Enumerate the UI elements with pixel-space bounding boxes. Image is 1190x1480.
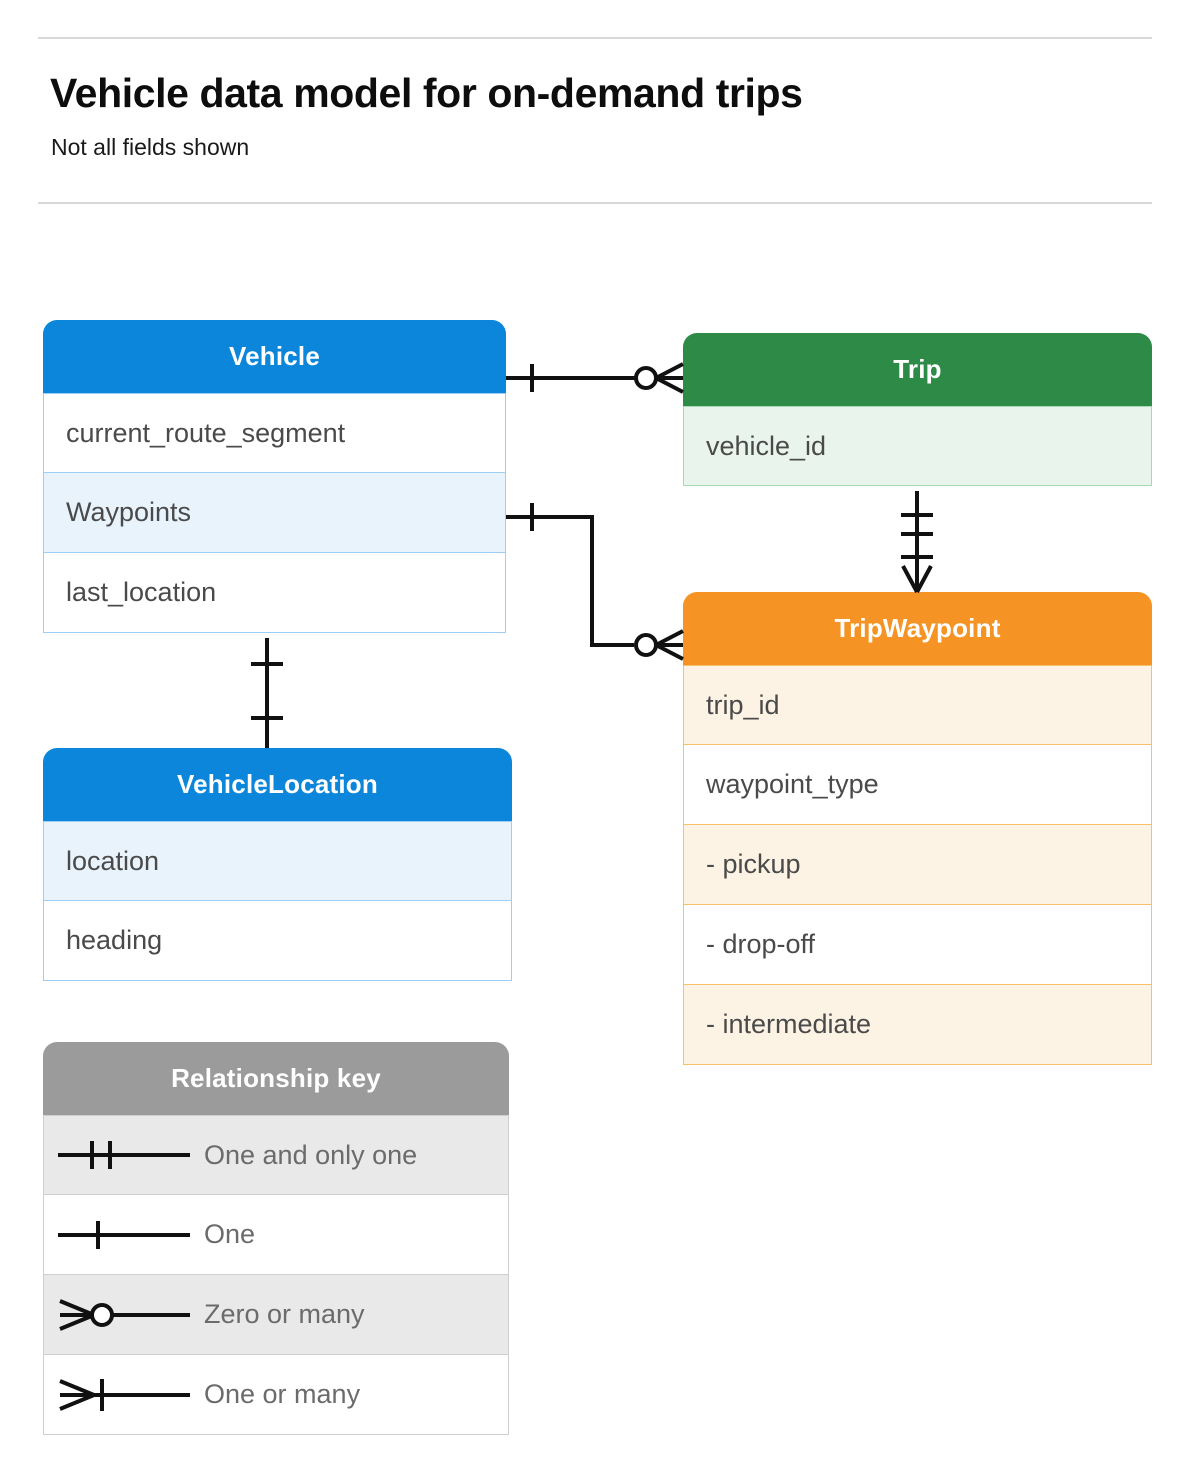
entity-tripwaypoint-title: TripWaypoint xyxy=(683,592,1152,665)
connector-vehicle-vehiclelocation xyxy=(251,638,283,748)
connector-waypoints-tripwaypoint xyxy=(506,503,684,661)
entity-vehiclelocation-title: VehicleLocation xyxy=(43,748,512,821)
entity-vehicle-fields: current_route_segment Waypoints last_loc… xyxy=(43,393,506,633)
zero-or-many-icon xyxy=(44,1295,204,1335)
entity-trip-title: Trip xyxy=(683,333,1152,406)
top-divider xyxy=(38,37,1152,39)
field-waypoint-pickup[interactable]: - pickup xyxy=(683,825,1152,905)
legend-title: Relationship key xyxy=(43,1042,509,1115)
entity-vehicle-title: Vehicle xyxy=(43,320,506,393)
field-trip-id[interactable]: trip_id xyxy=(683,665,1152,745)
legend-row-zero-or-many: Zero or many xyxy=(43,1275,509,1355)
legend-label-zero-or-many: Zero or many xyxy=(204,1299,365,1329)
entity-trip[interactable]: Trip vehicle_id xyxy=(683,333,1152,486)
page-title: Vehicle data model for on-demand trips xyxy=(50,70,803,116)
entity-vehiclelocation-fields: location heading xyxy=(43,821,512,981)
connector-trip-tripwaypoint xyxy=(901,491,933,593)
legend-row-one: One xyxy=(43,1195,509,1275)
header-divider xyxy=(38,202,1152,204)
one-or-many-icon xyxy=(44,1375,204,1415)
page-subtitle: Not all fields shown xyxy=(51,134,250,160)
field-vehicle-id[interactable]: vehicle_id xyxy=(683,406,1152,486)
field-heading[interactable]: heading xyxy=(43,901,512,981)
legend-rows: One and only one One Zero xyxy=(43,1115,509,1435)
one-icon xyxy=(44,1215,204,1255)
field-waypoint-type[interactable]: waypoint_type xyxy=(683,745,1152,825)
legend-label-one-and-only-one: One and only one xyxy=(204,1139,418,1170)
legend-label-one: One xyxy=(204,1219,256,1249)
entity-tripwaypoint-fields: trip_id waypoint_type - pickup - drop-of… xyxy=(683,665,1152,1065)
legend-row-one-or-many: One or many xyxy=(43,1355,509,1435)
entity-tripwaypoint[interactable]: TripWaypoint trip_id waypoint_type - pic… xyxy=(683,592,1152,1065)
entity-trip-fields: vehicle_id xyxy=(683,406,1152,486)
field-waypoint-intermediate[interactable]: - intermediate xyxy=(683,985,1152,1065)
legend-label-one-or-many: One or many xyxy=(204,1379,361,1409)
field-last-location[interactable]: last_location xyxy=(43,553,506,633)
relationship-key-legend: Relationship key One and only one One xyxy=(43,1042,509,1435)
one-and-only-one-icon xyxy=(44,1135,204,1175)
entity-vehicle[interactable]: Vehicle current_route_segment Waypoints … xyxy=(43,320,506,633)
field-location[interactable]: location xyxy=(43,821,512,901)
field-current-route-segment[interactable]: current_route_segment xyxy=(43,393,506,473)
field-waypoints[interactable]: Waypoints xyxy=(43,473,506,553)
field-waypoint-dropoff[interactable]: - drop-off xyxy=(683,905,1152,985)
legend-row-one-and-only-one: One and only one xyxy=(43,1115,509,1195)
connector-vehicle-trip xyxy=(506,362,684,394)
entity-vehiclelocation[interactable]: VehicleLocation location heading xyxy=(43,748,512,981)
